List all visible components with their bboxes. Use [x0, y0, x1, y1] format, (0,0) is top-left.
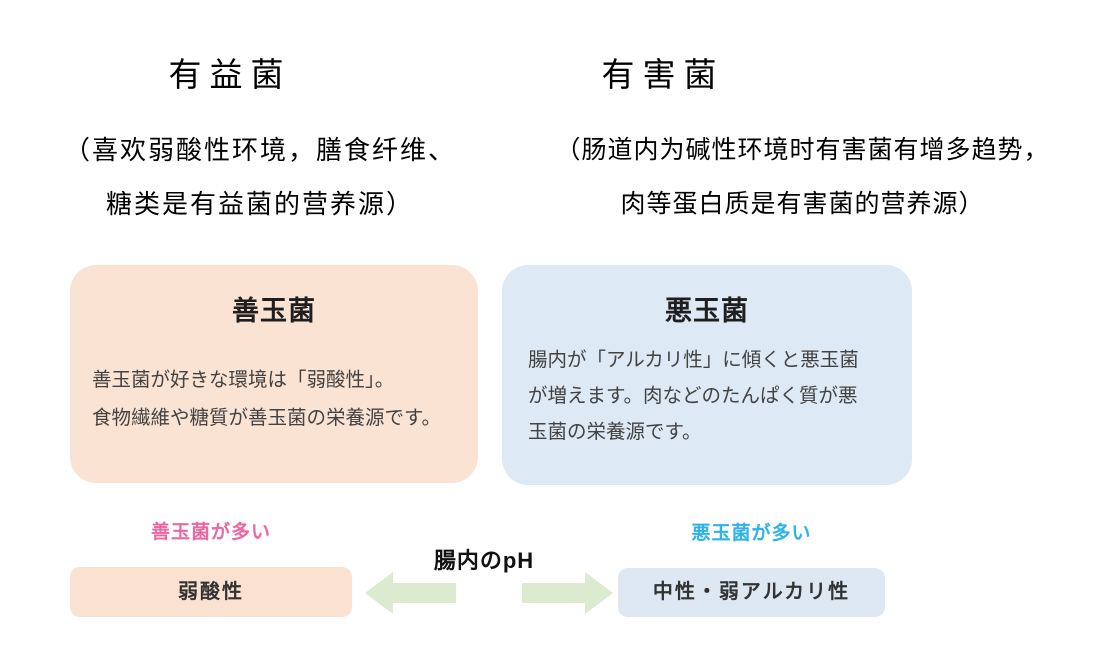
bad-bacteria-card: 悪玉菌 腸内が「アルカリ性」に傾くと悪玉菌 が増えます。肉などのたんぱく質が悪 … [502, 265, 912, 485]
bad-count-label: 悪玉菌が多い [691, 523, 812, 544]
good-bacteria-card: 善玉菌 善玉菌が好きな環境は「弱酸性」。 食物繊維や糖質が善玉菌の栄養源です。 [70, 265, 478, 483]
bad-card-body-line3: 玉菌の栄養源です。 [528, 421, 702, 443]
good-count-label: 善玉菌が多い [150, 522, 271, 543]
good-bacteria-note: （喜欢弱酸性环境，膳食纤维、 糖类是有益菌的营养源） [30, 124, 490, 232]
gut-ph-label: 腸内のpH [433, 548, 535, 573]
neutral-alkaline-box: 中性・弱アルカリ性 [618, 568, 885, 617]
good-bacteria-heading: 有益菌 [168, 58, 292, 94]
good-card-body-line2: 食物繊維や糖質が善玉菌の栄養源です。 [92, 407, 442, 429]
bad-card-title: 悪玉菌 [665, 296, 749, 326]
bad-card-body-line1: 腸内が「アルカリ性」に傾くと悪玉菌 [528, 349, 859, 371]
arrow-left-icon [365, 572, 456, 614]
bad-bacteria-note: （肠道内为碱性环境时有害菌有增多趋势， 肉等蛋白质是有害菌的营养源） [525, 124, 1080, 232]
arrow-right-icon [522, 572, 613, 614]
bad-bacteria-note-line2: 肉等蛋白质是有害菌的营养源） [620, 191, 985, 218]
good-bacteria-note-line2: 糖类是有益菌的营养源） [105, 190, 414, 219]
weak-acid-box: 弱酸性 [70, 567, 352, 617]
bad-bacteria-note-line1: （肠道内为碱性环境时有害菌有增多趋势， [555, 137, 1050, 164]
good-card-title: 善玉菌 [232, 296, 316, 326]
bad-card-body: 腸内が「アルカリ性」に傾くと悪玉菌 が増えます。肉などのたんぱく質が悪 玉菌の栄… [528, 342, 859, 450]
bad-bacteria-heading: 有害菌 [601, 58, 725, 94]
good-bacteria-note-line1: （喜欢弱酸性环境，膳食纤维、 [63, 136, 456, 165]
good-card-body: 善玉菌が好きな環境は「弱酸性」。 食物繊維や糖質が善玉菌の栄養源です。 [92, 361, 441, 437]
good-card-body-line1: 善玉菌が好きな環境は「弱酸性」。 [92, 369, 395, 391]
bad-card-body-line2: が増えます。肉などのたんぱく質が悪 [528, 385, 858, 407]
